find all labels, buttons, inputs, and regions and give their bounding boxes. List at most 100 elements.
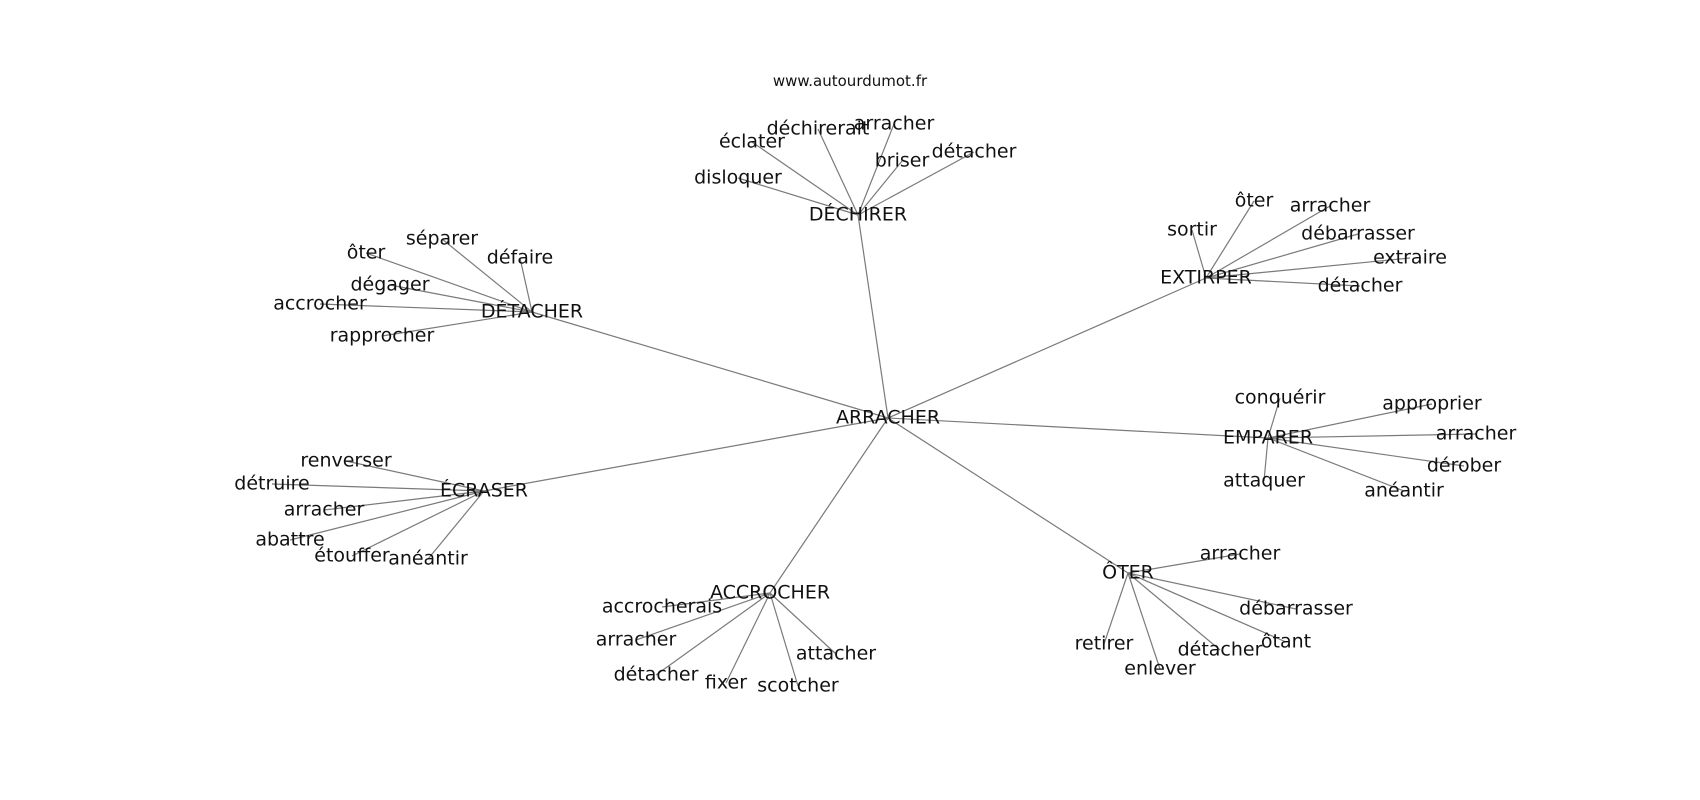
leaf-word-ecraser-4[interactable]: étouffer (314, 545, 390, 567)
leaf-word-emparer-0[interactable]: conquérir (1235, 387, 1326, 409)
leaf-word-emparer-4[interactable]: anéantir (1364, 480, 1444, 502)
edge-accrocher-5 (769, 592, 837, 655)
edge-oter-0 (1127, 553, 1241, 574)
leaf-word-dechirer-2[interactable]: déchirerait (767, 118, 870, 140)
edge-ecraser-1 (271, 483, 485, 492)
center-word[interactable]: ARRACHER (836, 407, 940, 429)
site-watermark: www.autourdumot.fr (772, 72, 928, 90)
leaf-word-detacher-1[interactable]: séparer (406, 228, 478, 250)
leaf-word-detacher-2[interactable]: défaire (487, 247, 553, 269)
edge-extirper-2 (1205, 205, 1331, 279)
leaf-word-accrocher-0[interactable]: accrocherais (602, 596, 722, 618)
leaf-word-ecraser-5[interactable]: anéantir (388, 548, 468, 570)
hub-word-accrocher[interactable]: ACCROCHER (710, 582, 830, 604)
edge-extirper-4 (1205, 257, 1411, 279)
hub-word-emparer[interactable]: EMPARER (1223, 427, 1313, 449)
leaf-word-oter-3[interactable]: détacher (1178, 639, 1263, 661)
leaf-word-emparer-3[interactable]: dérober (1427, 455, 1502, 477)
leaf-word-ecraser-0[interactable]: renverser (300, 450, 391, 472)
edge-emparer-0 (1267, 397, 1281, 439)
leaf-word-detacher-4[interactable]: accrocher (273, 293, 367, 315)
edge-dechirer-3 (857, 123, 895, 216)
edge-oter-4 (1127, 572, 1161, 670)
leaf-word-accrocher-4[interactable]: scotcher (757, 675, 839, 697)
leaf-word-ecraser-3[interactable]: abattre (255, 529, 324, 551)
leaf-word-dechirer-3[interactable]: arracher (854, 113, 935, 135)
edge-emparer-1 (1267, 403, 1433, 439)
edge-oter-3 (1127, 572, 1221, 651)
edge-accrocher-4 (769, 592, 799, 687)
edge-emparer-4 (1267, 437, 1405, 492)
edge-detacher-3 (389, 284, 533, 313)
hub-word-extirper[interactable]: EXTIRPER (1160, 267, 1252, 289)
edge-oter-1 (1127, 572, 1297, 610)
edge-dechirer-1 (751, 141, 859, 216)
leaf-word-emparer-5[interactable]: attaquer (1223, 470, 1305, 492)
leaf-word-oter-2[interactable]: ôtant (1261, 631, 1311, 653)
edge-detacher-0 (365, 252, 533, 313)
leaf-word-accrocher-1[interactable]: arracher (596, 629, 677, 651)
leaf-word-extirper-0[interactable]: sortir (1167, 219, 1217, 241)
leaf-word-extirper-4[interactable]: extraire (1373, 247, 1447, 269)
edge-center-ecraser (483, 417, 889, 492)
edge-ecraser-5 (427, 490, 485, 560)
edge-extirper-3 (1205, 233, 1359, 279)
hub-word-dechirer[interactable]: DÉCHIRER (809, 203, 907, 226)
labels-layer: disloqueréclaterdéchireraitarracherbrise… (234, 113, 1516, 697)
leaf-word-oter-0[interactable]: arracher (1200, 543, 1281, 565)
edge-center-dechirer (857, 214, 889, 419)
edge-oter-5 (1103, 572, 1129, 645)
leaf-word-detacher-3[interactable]: dégager (350, 274, 429, 296)
edge-ecraser-0 (345, 460, 485, 492)
leaf-word-ecraser-2[interactable]: arracher (284, 499, 365, 521)
leaf-word-oter-4[interactable]: enlever (1124, 658, 1196, 680)
edge-accrocher-2 (655, 592, 771, 676)
edge-extirper-1 (1205, 200, 1255, 279)
edge-extirper-0 (1191, 229, 1207, 279)
edge-accrocher-1 (635, 592, 771, 641)
edge-center-accrocher (769, 417, 889, 594)
edge-detacher-2 (519, 257, 533, 313)
leaf-word-oter-1[interactable]: débarrasser (1239, 598, 1353, 620)
hub-word-detacher[interactable]: DÉTACHER (481, 300, 583, 323)
edge-center-oter (887, 417, 1129, 574)
hub-word-ecraser[interactable]: ÉCRASER (440, 479, 528, 502)
leaf-word-detacher-0[interactable]: ôter (347, 242, 386, 264)
edge-ecraser-3 (289, 490, 485, 541)
leaf-word-emparer-2[interactable]: arracher (1436, 423, 1517, 445)
leaf-word-extirper-1[interactable]: ôter (1235, 190, 1274, 212)
leaf-word-extirper-3[interactable]: débarrasser (1301, 223, 1415, 245)
edge-detacher-4 (319, 303, 533, 313)
leaf-word-accrocher-5[interactable]: attacher (796, 643, 876, 665)
edge-oter-2 (1127, 572, 1287, 643)
edge-dechirer-4 (857, 160, 903, 216)
leaf-word-ecraser-1[interactable]: détruire (234, 473, 309, 495)
leaf-word-emparer-1[interactable]: approprier (1382, 393, 1482, 415)
edge-dechirer-0 (737, 177, 859, 216)
leaf-word-extirper-5[interactable]: détacher (1318, 275, 1403, 297)
edge-center-extirper (887, 277, 1207, 419)
leaf-word-oter-5[interactable]: retirer (1075, 633, 1134, 655)
edge-accrocher-0 (661, 592, 771, 608)
edge-center-detacher (531, 311, 889, 419)
leaf-word-accrocher-3[interactable]: fixer (705, 672, 747, 694)
edge-detacher-1 (441, 238, 533, 313)
leaf-word-dechirer-4[interactable]: briser (875, 150, 930, 172)
edge-extirper-5 (1205, 277, 1361, 287)
hub-word-oter[interactable]: ÔTER (1102, 560, 1154, 584)
edge-center-emparer (887, 417, 1269, 439)
edges-layer (271, 123, 1477, 687)
leaf-word-dechirer-0[interactable]: disloquer (694, 167, 782, 189)
edge-dechirer-5 (857, 151, 975, 216)
edge-dechirer-2 (817, 128, 859, 216)
edge-accrocher-3 (725, 592, 771, 684)
edge-emparer-2 (1267, 433, 1477, 439)
leaf-word-dechirer-5[interactable]: détacher (932, 141, 1017, 163)
edge-ecraser-2 (323, 490, 485, 511)
leaf-word-extirper-2[interactable]: arracher (1290, 195, 1371, 217)
edge-detacher-5 (381, 311, 533, 337)
leaf-word-dechirer-1[interactable]: éclater (719, 131, 785, 153)
leaf-word-detacher-5[interactable]: rapprocher (330, 325, 435, 347)
leaf-word-accrocher-2[interactable]: détacher (614, 664, 699, 686)
